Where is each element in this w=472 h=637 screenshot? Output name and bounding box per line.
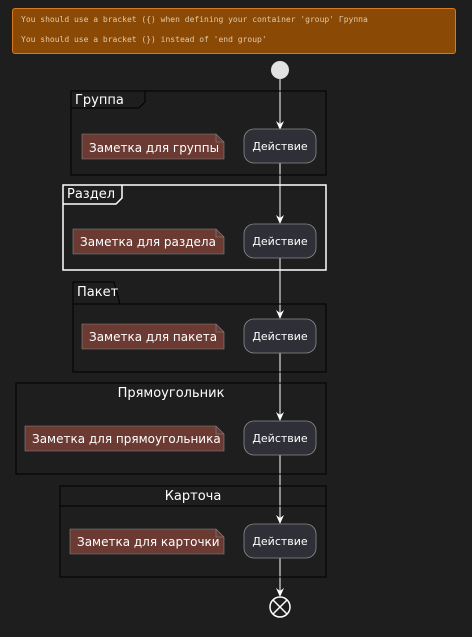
note-box-package xyxy=(81,323,225,350)
flow-arrowhead-5 xyxy=(276,515,284,524)
flow-arrowhead-6 xyxy=(276,588,284,597)
note-text-partition: Заметка для раздела xyxy=(80,235,216,249)
flow-arrowhead-1 xyxy=(276,121,284,130)
start-node xyxy=(271,61,289,79)
note-shapes xyxy=(24,133,225,555)
warning-line-2: You should use a bracket (}) instead of … xyxy=(21,35,267,44)
action-text-group: Действие xyxy=(252,140,308,153)
note-text-card: Заметка для карточки xyxy=(77,535,220,549)
package-frame xyxy=(72,281,327,373)
note-text-rectangle: Заметка для прямоугольника xyxy=(32,432,221,446)
action-box-partition xyxy=(243,223,317,259)
syntax-warning-banner: You should use a bracket ({) when defini… xyxy=(12,8,456,54)
note-box-card xyxy=(69,528,225,555)
partition-frame xyxy=(62,184,327,271)
note-box-rectangle xyxy=(24,425,225,452)
card-frame xyxy=(59,485,327,578)
note-box-partition xyxy=(72,228,225,255)
action-box-group xyxy=(243,128,317,164)
action-text-rectangle: Действие xyxy=(252,432,308,445)
flow-arrowhead-2 xyxy=(276,215,284,224)
group-frame xyxy=(70,90,327,176)
flow-arrowhead-3 xyxy=(276,310,284,319)
action-text-package: Действие xyxy=(252,330,308,343)
rectangle-frame xyxy=(15,382,327,475)
action-box-card xyxy=(243,523,317,559)
warning-line-1: You should use a bracket ({) when defini… xyxy=(21,15,368,24)
rectangle-label: Прямоугольник xyxy=(117,386,225,401)
note-text-package: Заметка для пакета xyxy=(89,330,218,344)
group-label: Группа xyxy=(75,93,124,108)
package-label: Пакет xyxy=(77,285,119,300)
partition-label: Раздел xyxy=(67,187,116,202)
action-text-card: Действие xyxy=(252,535,308,548)
action-box-package xyxy=(243,318,317,354)
note-box-group xyxy=(81,133,225,160)
flow-arrowhead-4 xyxy=(276,412,284,421)
note-text-group: Заметка для группы xyxy=(89,141,220,155)
action-text-partition: Действие xyxy=(252,235,308,248)
action-box-rectangle xyxy=(243,420,317,456)
card-label: Карточа xyxy=(164,489,222,504)
end-node xyxy=(269,596,291,618)
